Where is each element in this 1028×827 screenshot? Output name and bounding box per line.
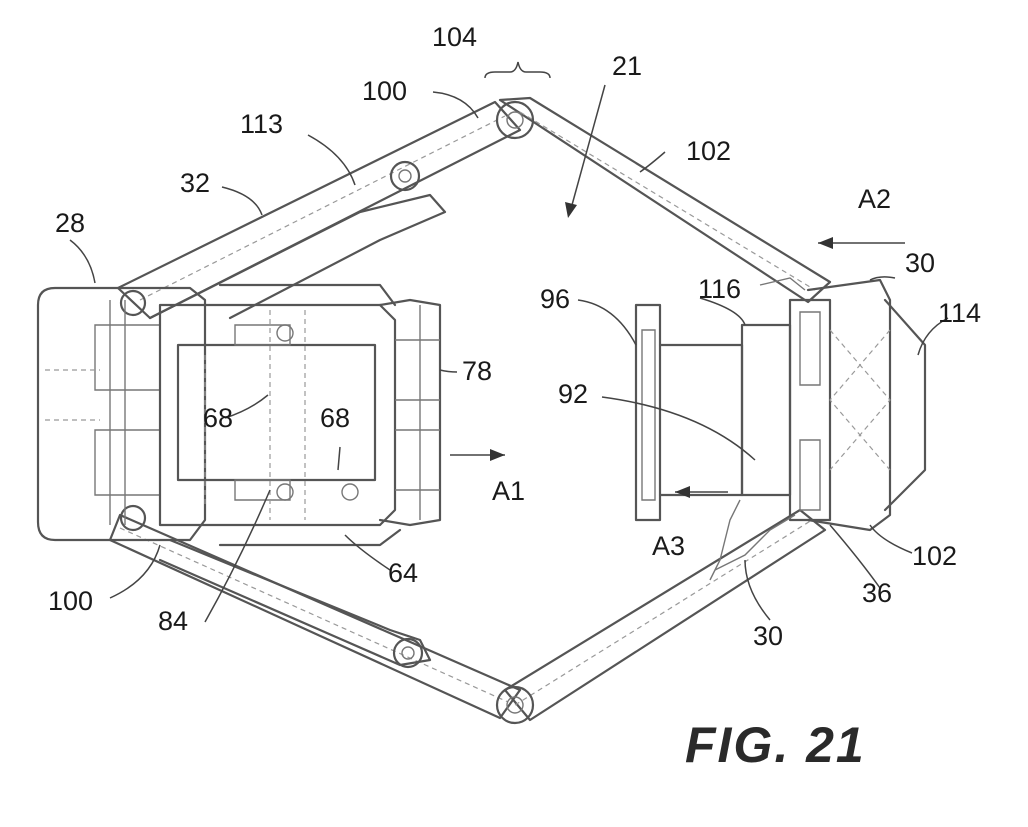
label-68-left: 68 <box>203 403 233 433</box>
label-104: 104 <box>432 22 477 52</box>
label-A1: A1 <box>492 476 525 506</box>
label-100-bottom: 100 <box>48 586 93 616</box>
upper-right-arm <box>500 98 830 302</box>
label-96: 96 <box>540 284 570 314</box>
label-28: 28 <box>55 208 85 238</box>
label-32: 32 <box>180 168 210 198</box>
central-block <box>160 285 440 545</box>
label-68-right: 68 <box>320 403 350 433</box>
label-A2: A2 <box>858 184 891 214</box>
figure-caption: FIG. 21 <box>685 717 866 773</box>
label-114: 114 <box>938 298 981 328</box>
label-64: 64 <box>388 558 418 588</box>
label-78: 78 <box>462 356 492 386</box>
left-housing <box>38 288 205 540</box>
label-21: 21 <box>612 51 642 81</box>
motion-arrows <box>450 85 905 498</box>
reference-labels: 104 21 100 102 113 32 28 A2 30 96 116 11… <box>48 22 981 651</box>
label-116: 116 <box>698 274 741 304</box>
bracket-104 <box>485 62 550 78</box>
label-84: 84 <box>158 606 188 636</box>
label-102-top: 102 <box>686 136 731 166</box>
label-A3: A3 <box>652 531 685 561</box>
label-36: 36 <box>862 578 892 608</box>
label-30-right: 30 <box>905 248 935 278</box>
label-30-bottom: 30 <box>753 621 783 651</box>
label-92: 92 <box>558 379 588 409</box>
label-113: 113 <box>240 109 283 139</box>
label-100-top: 100 <box>362 76 407 106</box>
label-102-bottom: 102 <box>912 541 957 571</box>
